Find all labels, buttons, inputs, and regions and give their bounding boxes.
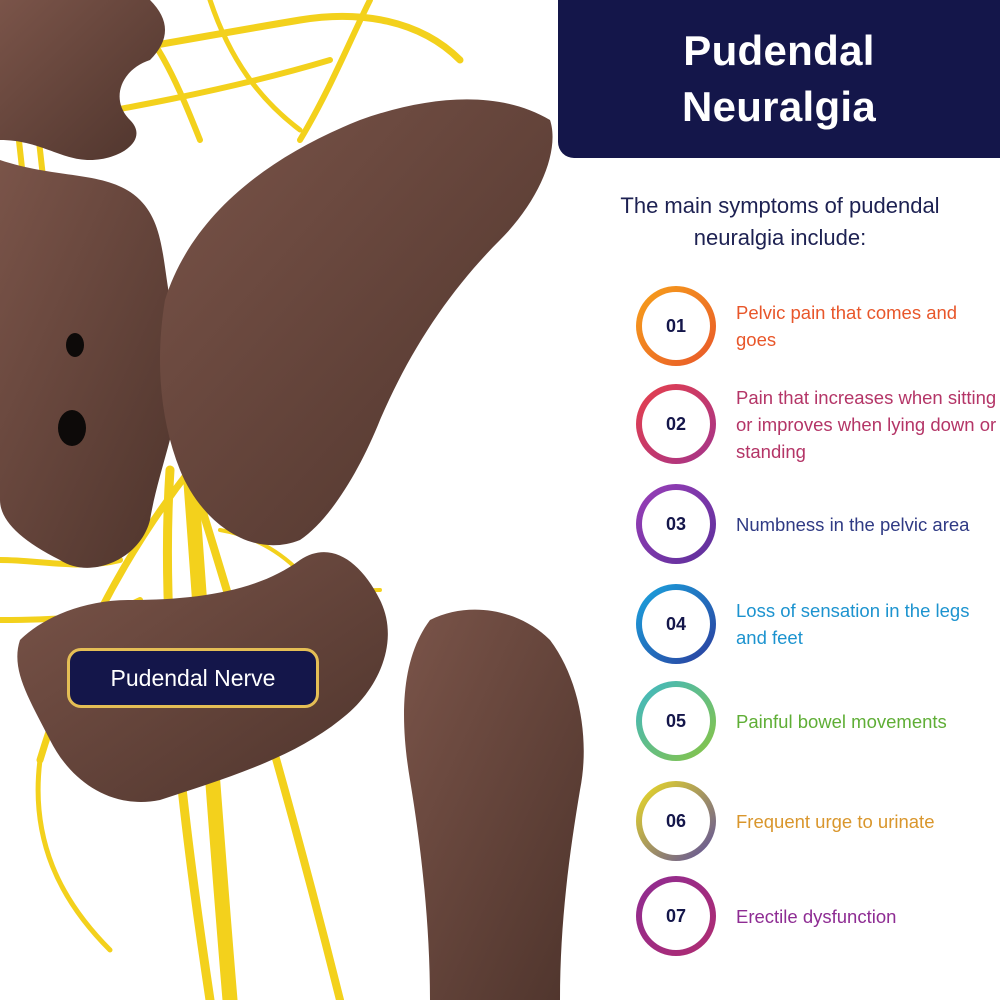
symptom-item: 06 Frequent urge to urinate <box>636 781 996 861</box>
page-title: Pudendal Neuralgia <box>681 27 877 130</box>
symptom-number: 06 <box>642 787 710 855</box>
symptom-text: Pelvic pain that comes and goes <box>736 302 958 350</box>
symptom-text: Loss of sensation in the legs and feet <box>736 600 970 648</box>
symptom-item: 01 Pelvic pain that comes and goes <box>636 286 996 366</box>
symptom-text: Erectile dysfunction <box>736 905 897 927</box>
pudendal-nerve-label: Pudendal Nerve <box>67 648 319 708</box>
symptom-text: Frequent urge to urinate <box>736 810 935 832</box>
number-circle: 06 <box>636 781 716 861</box>
number-circle: 07 <box>636 876 716 956</box>
title-banner: Pudendal Neuralgia <box>558 0 1000 158</box>
number-circle: 01 <box>636 286 716 366</box>
number-circle: 02 <box>636 384 716 464</box>
symptom-number: 07 <box>642 882 710 950</box>
symptom-text: Pain that increases when sitting or impr… <box>736 386 997 462</box>
symptom-number: 05 <box>642 687 710 755</box>
number-circle: 04 <box>636 584 716 664</box>
symptom-text: Numbness in the pelvic area <box>736 513 970 535</box>
symptom-number: 01 <box>642 292 710 360</box>
number-circle: 05 <box>636 681 716 761</box>
symptom-number: 02 <box>642 390 710 458</box>
symptom-number: 03 <box>642 490 710 558</box>
number-circle: 03 <box>636 484 716 564</box>
symptom-item: 04 Loss of sensation in the legs and feet <box>636 584 996 664</box>
symptom-number: 04 <box>642 590 710 658</box>
symptom-item: 02 Pain that increases when sitting or im… <box>636 384 996 464</box>
symptom-item: 03 Numbness in the pelvic area <box>636 484 996 564</box>
symptom-item: 07 Erectile dysfunction <box>636 876 996 956</box>
pelvis-nerve-illustration <box>0 0 584 1000</box>
symptom-item: 05 Painful bowel movements <box>636 681 996 761</box>
intro-text: The main symptoms of pudendal neuralgia … <box>620 193 940 250</box>
symptom-text: Painful bowel movements <box>736 710 947 732</box>
